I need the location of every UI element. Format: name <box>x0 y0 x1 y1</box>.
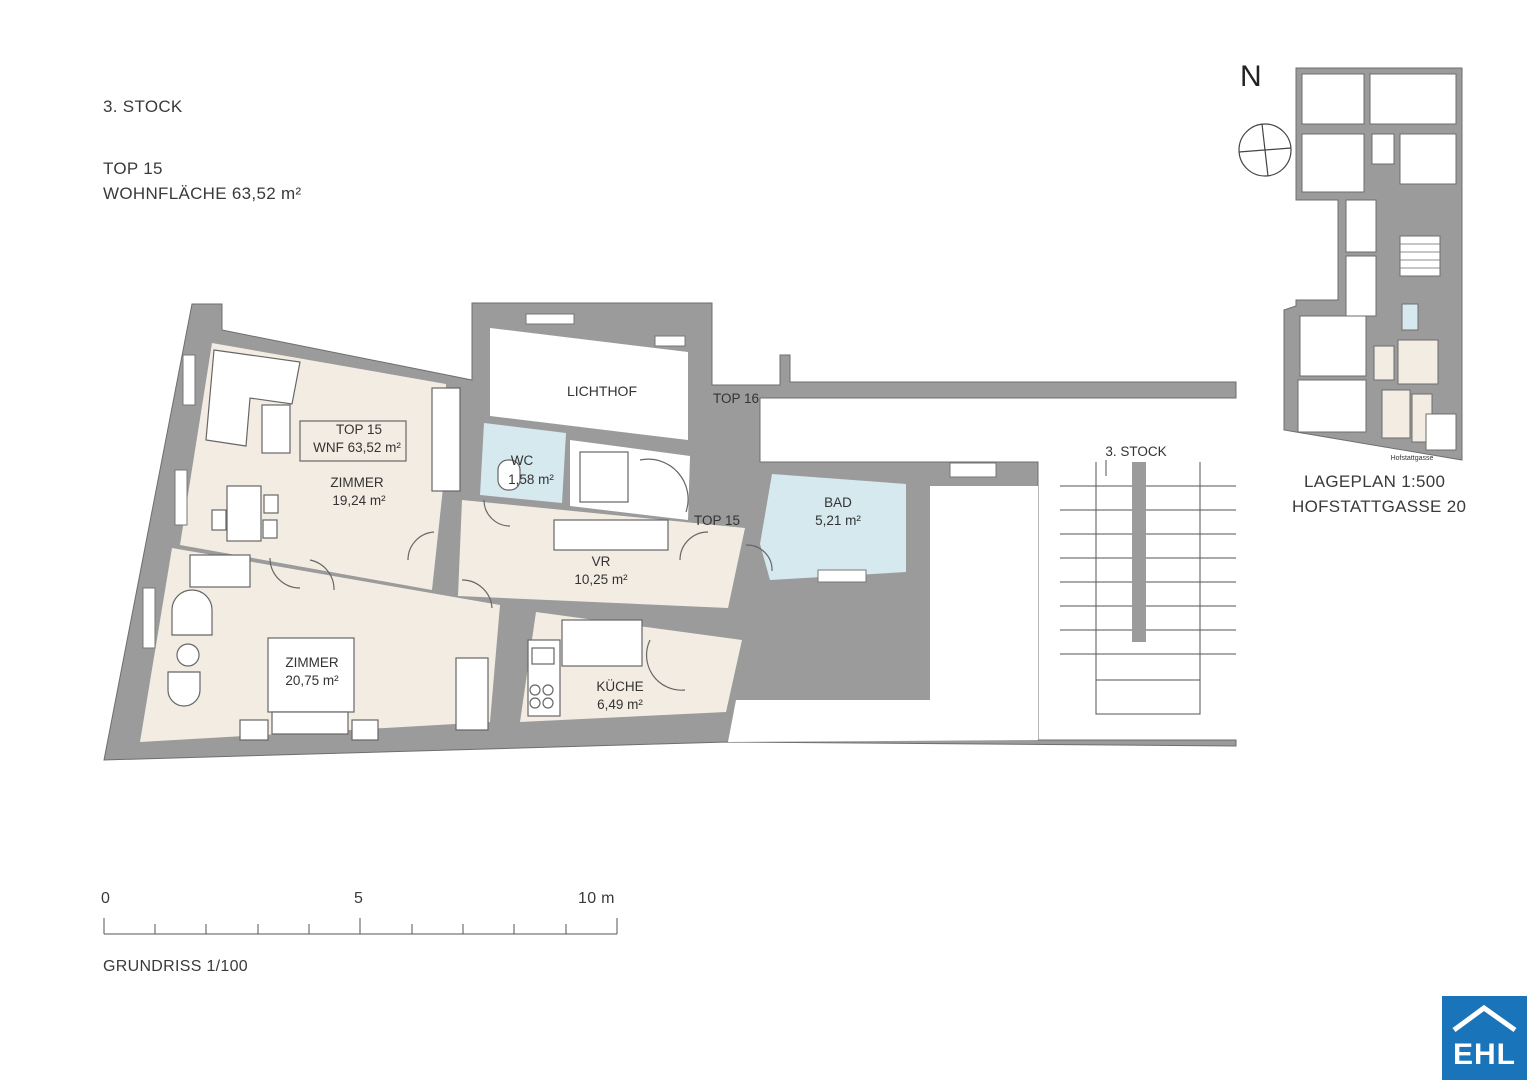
stair-well <box>1132 462 1146 642</box>
unit-tag-line2: WNF 63,52 m² <box>313 440 401 455</box>
stair-steps <box>1060 462 1236 715</box>
house-roof-icon <box>1452 1004 1517 1033</box>
living-area-label: WOHNFLÄCHE 63,52 m² <box>103 184 302 203</box>
top16-label: TOP 16 <box>713 391 759 406</box>
zimmer1-name: ZIMMER <box>330 475 383 490</box>
doors <box>269 458 773 691</box>
zimmer2-area: 20,75 m² <box>285 673 339 688</box>
site-plan-title-2: HOFSTATTGASSE 20 <box>1292 497 1467 516</box>
room-lichthof <box>490 328 688 440</box>
scale-tick-0: 0 <box>101 890 111 907</box>
room-bad[interactable] <box>760 474 906 580</box>
top15-label: TOP 15 <box>694 513 740 528</box>
kueche-area: 6,49 m² <box>597 697 643 712</box>
floor-label: 3. STOCK <box>103 97 183 116</box>
vr-area: 10,25 m² <box>574 572 628 587</box>
windows <box>142 313 997 649</box>
stair-core <box>1060 462 1236 714</box>
ehl-logo: EHL <box>1442 996 1527 1080</box>
wc-area: 1,58 m² <box>508 472 554 487</box>
vr-name: VR <box>592 554 611 569</box>
stair-floor-label: 3. STOCK <box>1105 444 1166 459</box>
bad-name: BAD <box>824 495 852 510</box>
sofa <box>205 349 301 447</box>
wc-name: WC <box>511 453 534 468</box>
scale-bar <box>103 918 618 935</box>
outside-area <box>728 486 1038 742</box>
scale-tick-5: 5 <box>354 890 364 907</box>
kueche-name: KÜCHE <box>596 679 643 694</box>
unit-label: TOP 15 <box>103 159 163 178</box>
furniture <box>167 349 669 741</box>
zimmer2-name: ZIMMER <box>285 655 338 670</box>
scale-tick-10: 10 m <box>578 890 615 907</box>
zimmer1-area: 19,24 m² <box>332 493 386 508</box>
unit-tag-line1: TOP 15 <box>336 422 382 437</box>
site-plan-title-1: LAGEPLAN 1:500 <box>1304 472 1446 491</box>
scale-caption: GRUNDRISS 1/100 <box>103 958 248 975</box>
lichthof-name: LICHTHOF <box>567 383 637 399</box>
room-vr[interactable] <box>458 500 745 608</box>
logo-text: EHL <box>1453 1038 1516 1071</box>
bad-area: 5,21 m² <box>815 513 861 528</box>
north-label: N <box>1240 60 1262 93</box>
